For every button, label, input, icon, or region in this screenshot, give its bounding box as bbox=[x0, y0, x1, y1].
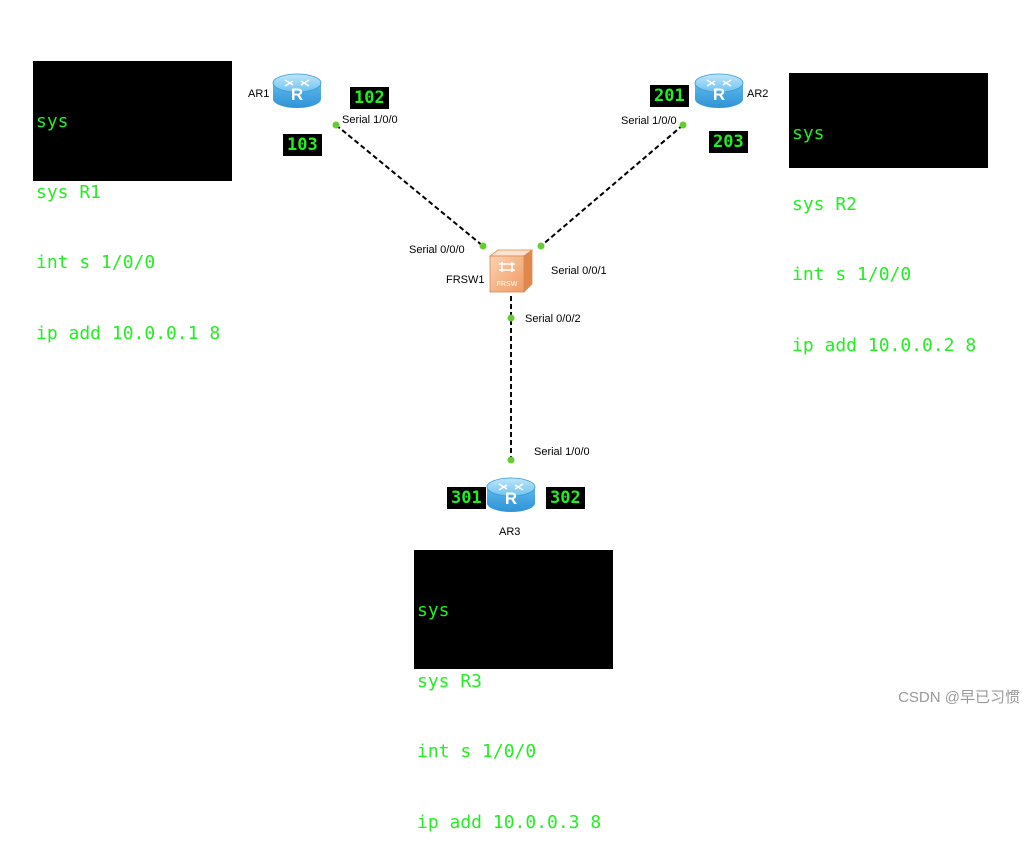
router-ar2-label: AR2 bbox=[747, 88, 769, 100]
frsw-badge: FRSW bbox=[497, 281, 518, 288]
router-ar1-icon[interactable]: R bbox=[272, 73, 322, 109]
terminal-line: int s 1/0/0 bbox=[792, 264, 912, 285]
topology-diagram: R R R FRSW bbox=[272, 73, 744, 513]
terminal-line: sys bbox=[792, 123, 825, 144]
terminal-line: ip add 10.0.0.2 8 bbox=[792, 334, 977, 356]
terminal-r3: sys sys R3 int s 1/0/0 ip add 10.0.0.3 8 bbox=[414, 550, 613, 833]
watermark: CSDN @早已习惯 bbox=[898, 689, 1020, 706]
frame-relay-switch-icon[interactable]: FRSW bbox=[488, 249, 534, 293]
dlci-102: 102 bbox=[350, 87, 389, 109]
terminal-line: sys R2 bbox=[792, 193, 858, 215]
router-glyph: R bbox=[505, 489, 517, 508]
link-ar1-frsw bbox=[335, 124, 484, 247]
router-glyph: R bbox=[713, 85, 725, 104]
terminal-line: sys R3 bbox=[417, 670, 483, 692]
router-ar1-label: AR1 bbox=[248, 88, 270, 100]
dlci-103: 103 bbox=[283, 134, 322, 156]
port-label-ar3: Serial 1/0/0 bbox=[534, 446, 590, 458]
port-label-frsw-0: Serial 0/0/0 bbox=[409, 244, 465, 256]
port-dot-frsw-0 bbox=[479, 242, 487, 250]
port-label-frsw-1: Serial 0/0/1 bbox=[551, 265, 607, 277]
terminal-line: sys R1 bbox=[36, 181, 102, 203]
terminal-r1: sys sys R1 int s 1/0/0 ip add 10.0.0.1 8 bbox=[33, 61, 232, 344]
router-ar3-label: AR3 bbox=[499, 526, 521, 538]
port-label-ar2: Serial 1/0/0 bbox=[621, 115, 677, 127]
router-glyph: R bbox=[291, 85, 303, 104]
dlci-302: 302 bbox=[546, 487, 585, 509]
port-dot-frsw-2 bbox=[507, 314, 515, 322]
port-dot-ar2 bbox=[679, 121, 687, 129]
port-label-ar1: Serial 1/0/0 bbox=[342, 114, 398, 126]
terminal-line: int s 1/0/0 bbox=[417, 741, 537, 762]
dlci-201: 201 bbox=[650, 85, 689, 107]
port-dot-ar3 bbox=[507, 456, 515, 464]
terminal-line: ip add 10.0.0.3 8 bbox=[417, 811, 602, 833]
dlci-301: 301 bbox=[447, 487, 486, 509]
terminal-line: sys bbox=[417, 600, 450, 621]
terminal-line: sys bbox=[36, 111, 69, 132]
router-ar2-icon[interactable]: R bbox=[694, 73, 744, 109]
link-ar2-frsw bbox=[540, 124, 684, 247]
terminal-line: ip add 10.0.0.1 8 bbox=[36, 322, 221, 344]
port-dot-ar1 bbox=[332, 121, 340, 129]
dlci-203: 203 bbox=[709, 131, 748, 153]
port-dot-frsw-1 bbox=[537, 242, 545, 250]
port-label-frsw-2: Serial 0/0/2 bbox=[525, 313, 581, 325]
router-ar3-icon[interactable]: R bbox=[486, 477, 536, 513]
terminal-line: int s 1/0/0 bbox=[36, 252, 156, 273]
terminal-r2: sys sys R2 int s 1/0/0 ip add 10.0.0.2 8 bbox=[789, 73, 988, 356]
frsw-label: FRSW1 bbox=[446, 274, 485, 286]
